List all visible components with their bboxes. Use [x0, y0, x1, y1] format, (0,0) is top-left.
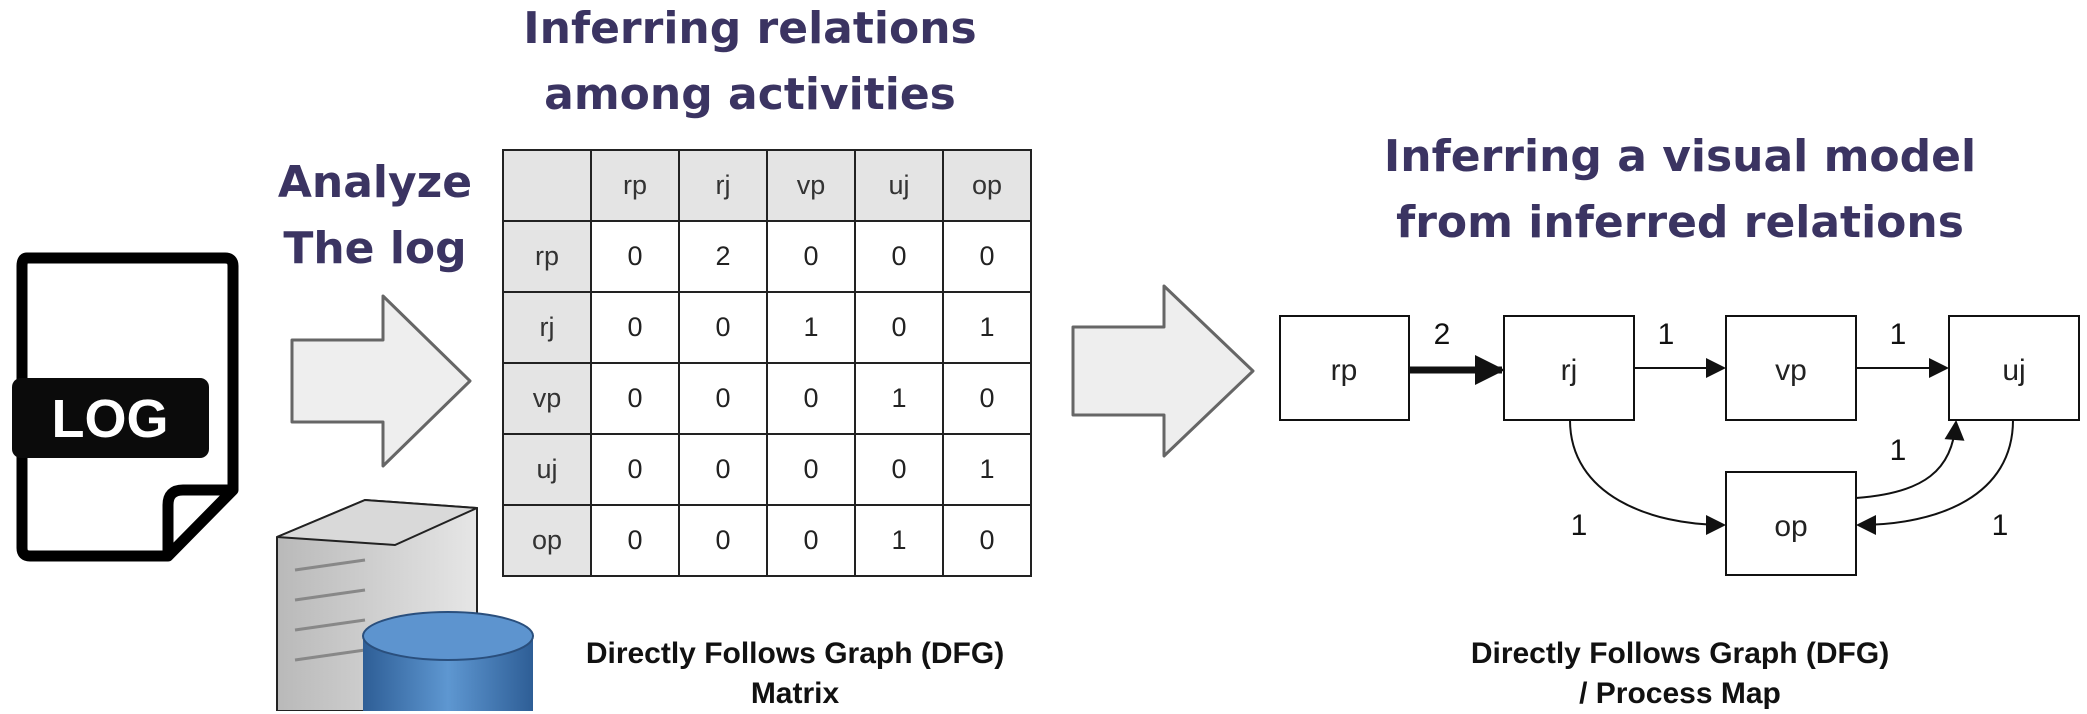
matrix-cell: 1 [942, 291, 1032, 364]
matrix-col-header: rj [678, 149, 768, 222]
node-op-label: op [1774, 510, 1807, 543]
matrix-caption-line-1: Directly Follows Graph (DFG) [585, 637, 1005, 670]
matrix-row: rj 0 0 1 0 1 [502, 291, 1032, 364]
matrix-caption-line-2: Matrix [750, 677, 840, 710]
relations-heading-line-2: among activities [544, 69, 956, 120]
matrix-row-header: op [502, 504, 592, 577]
matrix-row-header: rj [502, 291, 592, 364]
matrix-cell: 0 [678, 433, 768, 506]
node-rj: rj [1503, 315, 1635, 421]
matrix-cell: 0 [766, 362, 856, 435]
matrix-cell: 0 [590, 291, 680, 364]
matrix-row: op 0 0 0 1 0 [502, 504, 1032, 577]
analyze-arrow-icon [290, 294, 472, 468]
node-uj: uj [1948, 315, 2080, 421]
matrix-cell: 0 [590, 504, 680, 577]
relations-heading-line-1: Inferring relations [523, 3, 977, 54]
matrix-row: rp 0 2 0 0 0 [502, 220, 1032, 293]
matrix-cell: 0 [854, 291, 944, 364]
matrix-cell: 0 [678, 291, 768, 364]
matrix-cell: 1 [766, 291, 856, 364]
node-op: op [1725, 471, 1857, 576]
matrix-cell: 0 [942, 362, 1032, 435]
matrix-cell: 1 [854, 362, 944, 435]
edge-op-uj-label: 1 [1890, 434, 1907, 467]
node-rp: rp [1279, 315, 1410, 421]
edge-rj-op [1569, 419, 1726, 535]
node-vp-label: vp [1775, 354, 1807, 387]
matrix-row-header: vp [502, 362, 592, 435]
matrix-col-header: op [942, 149, 1032, 222]
model-heading: Inferring a visual model from inferred r… [1330, 124, 2030, 256]
matrix-cell: 0 [942, 504, 1032, 577]
matrix-caption: Directly Follows Graph (DFG) Matrix [500, 634, 1090, 714]
matrix-cell: 0 [766, 504, 856, 577]
analyze-heading-line-1: Analyze [277, 157, 473, 208]
log-file-icon: LOG [12, 252, 239, 562]
matrix-header-row: rp rj vp uj op [502, 149, 1032, 222]
edge-op-uj [1855, 420, 1965, 499]
matrix-cell: 0 [678, 504, 768, 577]
matrix-corner-cell [502, 149, 592, 222]
analyze-heading-line-2: The log [283, 223, 467, 274]
matrix-cell: 0 [678, 362, 768, 435]
process-map-caption: Directly Follows Graph (DFG) / Process M… [1420, 634, 1940, 714]
relations-heading: Inferring relations among activities [480, 0, 1020, 128]
edge-uj-op [1856, 419, 2014, 535]
node-rp-label: rp [1331, 354, 1358, 387]
matrix-cell: 2 [678, 220, 768, 293]
matrix-row: uj 0 0 0 0 1 [502, 433, 1032, 506]
matrix-row-header: rp [502, 220, 592, 293]
matrix-cell: 0 [942, 220, 1032, 293]
edge-uj-op-label: 1 [1992, 509, 2009, 542]
node-uj-label: uj [2002, 354, 2025, 387]
log-label-band [12, 378, 209, 458]
edge-rp-rj-label: 2 [1434, 318, 1451, 351]
matrix-cell: 0 [766, 433, 856, 506]
matrix-row: vp 0 0 0 1 0 [502, 362, 1032, 435]
analyze-heading: Analyze The log [250, 150, 500, 282]
matrix-cell: 0 [590, 433, 680, 506]
matrix-cell: 1 [854, 504, 944, 577]
matrix-col-header: rp [590, 149, 680, 222]
dfg-matrix: rp rj vp uj op rp 0 2 0 0 0 rj 0 0 1 0 1… [502, 149, 1032, 577]
matrix-cell: 0 [854, 433, 944, 506]
matrix-cell: 0 [766, 220, 856, 293]
matrix-row-header: uj [502, 433, 592, 506]
edge-rj-op-label: 1 [1571, 509, 1588, 542]
matrix-col-header: vp [766, 149, 856, 222]
node-rj-label: rj [1561, 354, 1578, 387]
matrix-cell: 0 [590, 362, 680, 435]
database-icon [362, 611, 534, 711]
model-heading-line-2: from inferred relations [1396, 197, 1964, 248]
matrix-cell: 1 [942, 433, 1032, 506]
node-vp: vp [1725, 315, 1857, 421]
edge-rj-vp-label: 1 [1658, 318, 1675, 351]
edge-vp-uj-label: 1 [1890, 318, 1907, 351]
process-map-caption-line-1: Directly Follows Graph (DFG) [1470, 637, 1890, 670]
matrix-cell: 0 [854, 220, 944, 293]
infer-arrow-icon [1071, 284, 1255, 458]
matrix-col-header: uj [854, 149, 944, 222]
model-heading-line-1: Inferring a visual model [1383, 131, 1977, 182]
log-label: LOG [52, 389, 169, 449]
process-map-caption-line-2: / Process Map [1579, 677, 1781, 710]
matrix-cell: 0 [590, 220, 680, 293]
